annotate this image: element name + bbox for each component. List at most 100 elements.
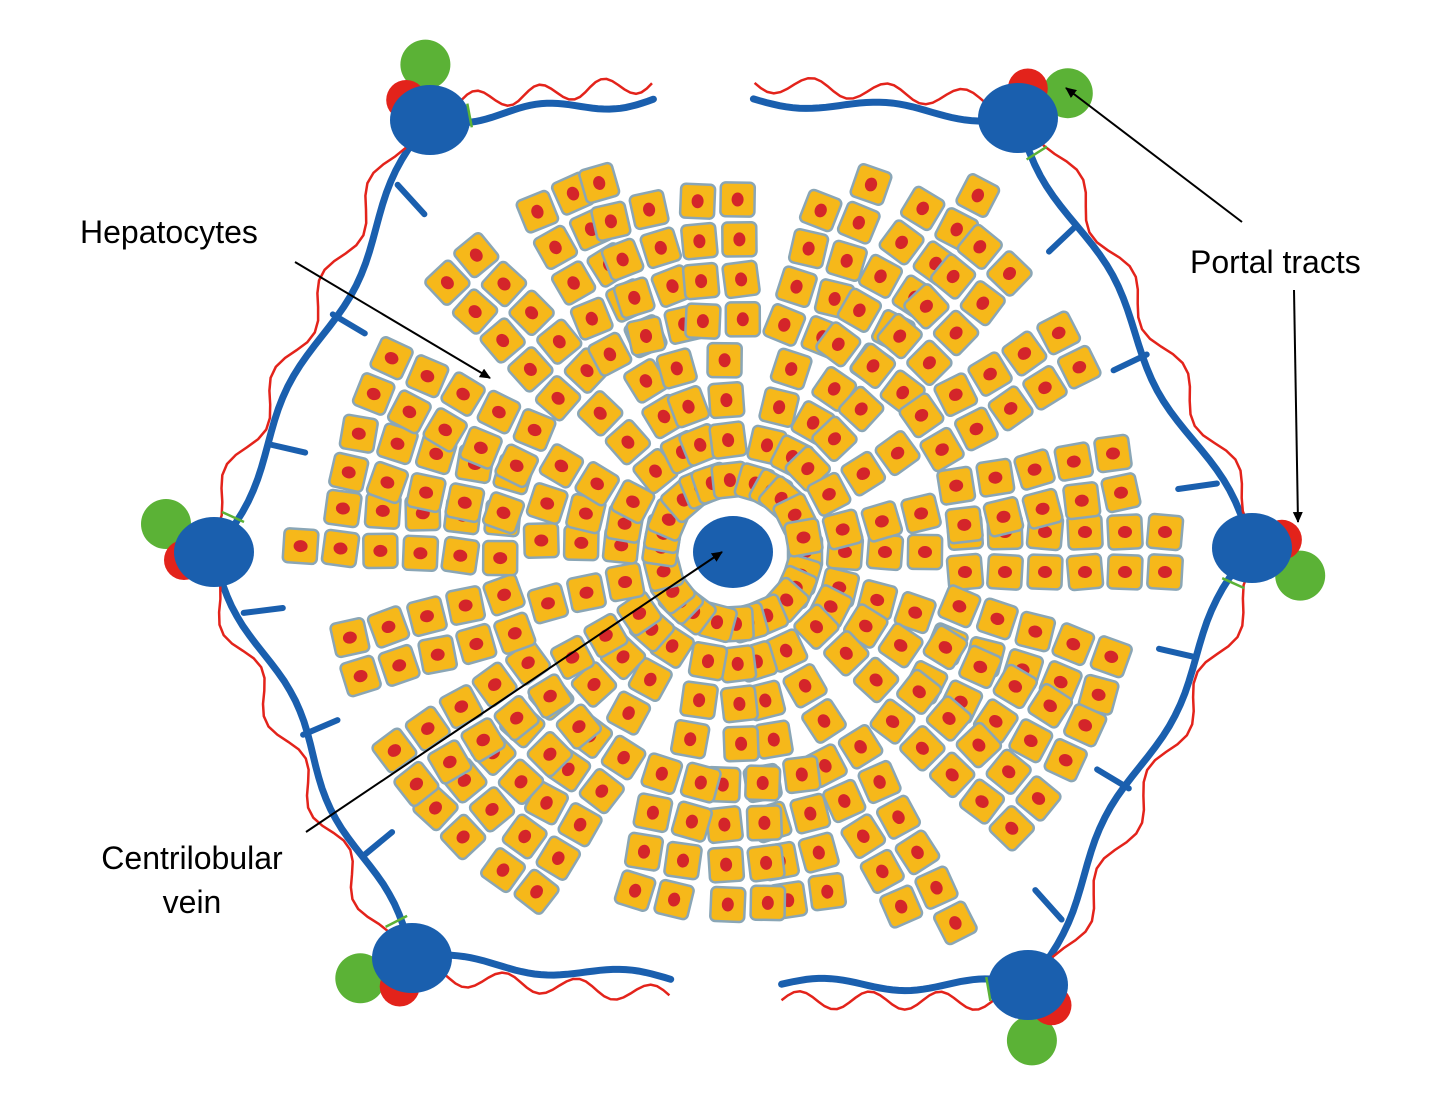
hepatocyte — [439, 813, 487, 861]
hepatocyte — [954, 406, 999, 452]
hepatocyte — [1026, 553, 1064, 591]
hepatocyte — [362, 532, 399, 570]
portal-vein — [1212, 513, 1292, 583]
hepatocyte — [775, 265, 818, 309]
hepatocyte — [1146, 553, 1184, 591]
hepatocyte — [679, 761, 722, 804]
hepatocyte — [424, 259, 471, 306]
hepatocyte — [1100, 472, 1142, 514]
hepatocyte — [928, 751, 976, 799]
hepatocyte — [1014, 610, 1057, 653]
hepatocyte — [815, 321, 862, 368]
hepatocyte — [822, 778, 867, 824]
hepatocyte — [1062, 481, 1102, 521]
hepatocyte — [538, 443, 585, 489]
hepatocyte — [1145, 512, 1185, 552]
hepatocyte — [840, 450, 887, 497]
hepatocyte — [958, 644, 1003, 690]
hepatocyte — [869, 698, 916, 745]
hepatocyte — [365, 460, 409, 505]
hepatocyte — [653, 878, 695, 921]
hepatocyte — [612, 276, 656, 320]
hepatocyte — [945, 552, 985, 592]
hepatocyte — [578, 161, 621, 205]
label-arrows — [294, 87, 1303, 833]
hepatocyte — [986, 250, 1033, 297]
hepatocyte — [836, 200, 881, 245]
hepatocyte — [753, 719, 794, 760]
arteriole — [197, 111, 416, 546]
hepatocyte — [919, 426, 965, 473]
hepatocyte — [1053, 441, 1095, 482]
hepatocyte — [877, 622, 924, 669]
hepatocyte — [468, 786, 516, 833]
hepatocyte — [1089, 635, 1133, 679]
centrilobular-vein — [693, 516, 773, 588]
portal-venule — [210, 548, 416, 962]
hepatocyte — [719, 684, 759, 724]
hepatocyte — [680, 221, 719, 261]
arrow-portal-tract-right — [1292, 289, 1303, 523]
portal-tract — [386, 39, 474, 155]
hepatocyte — [1043, 738, 1088, 783]
hepatocyte — [860, 500, 904, 543]
hepatocyte — [1001, 330, 1048, 377]
hepatocyte — [569, 296, 614, 341]
hepatocyte — [975, 457, 1016, 498]
hepatocyte — [338, 413, 379, 454]
hepatocyte — [988, 805, 1036, 852]
venule-branch — [359, 829, 396, 860]
venule-branch — [1046, 222, 1080, 255]
hepatocyte — [944, 505, 984, 545]
hepatocyte — [458, 425, 503, 470]
hepatocyte — [527, 673, 573, 719]
venule-branch — [1175, 480, 1220, 492]
hepatocyte — [797, 831, 840, 874]
hepatocyte — [320, 528, 361, 569]
arrow-centrilobular-vein — [305, 551, 723, 833]
portal-tract — [1212, 513, 1326, 601]
hepatocyte — [1013, 448, 1056, 491]
hepatocyte — [444, 482, 486, 524]
bile-canaliculus — [1025, 145, 1048, 161]
hepatocyte — [721, 259, 761, 300]
hepatocyte — [281, 527, 320, 566]
hepatocyte — [1008, 718, 1054, 764]
hepatocyte — [807, 872, 847, 912]
portal-tract — [978, 68, 1093, 161]
arrow-portal-tract-top — [1065, 87, 1243, 223]
hepatocyte — [422, 407, 468, 453]
hepatocyte — [574, 461, 620, 507]
hepatocyte — [417, 634, 458, 675]
hepatocyte — [899, 725, 946, 772]
hepatocyte — [666, 385, 711, 429]
hepatocyte — [789, 792, 832, 835]
hepatocyte — [1093, 433, 1133, 474]
hepatocyte — [339, 654, 382, 698]
hepatocyte — [922, 624, 969, 671]
hepatocyte — [801, 698, 847, 744]
hepatocyte — [937, 584, 982, 629]
hepatocyte — [906, 339, 953, 387]
venule-branch — [240, 605, 286, 616]
hepatocyte — [628, 189, 670, 231]
hepatocyte — [328, 451, 370, 494]
hepatocyte — [896, 668, 943, 715]
hepatocyte — [480, 260, 528, 308]
hepatocyte — [762, 303, 807, 347]
hepatocyte — [1106, 513, 1144, 551]
hepatocyte — [745, 804, 784, 842]
bile-canaliculus — [466, 103, 474, 128]
portal-tract — [335, 914, 452, 1007]
hepatocyte — [526, 582, 570, 625]
hepatocyte — [427, 739, 473, 785]
hepatocyte — [787, 227, 830, 270]
bile-duct — [1006, 1015, 1057, 1066]
hepatocyte — [987, 385, 1034, 432]
arteriole — [410, 965, 671, 1001]
hepatocyte — [555, 703, 603, 750]
hepatocyte — [825, 239, 868, 283]
bile-canaliculus — [985, 976, 992, 1002]
hepatocyte — [600, 734, 647, 781]
hepatocyte — [536, 318, 583, 365]
